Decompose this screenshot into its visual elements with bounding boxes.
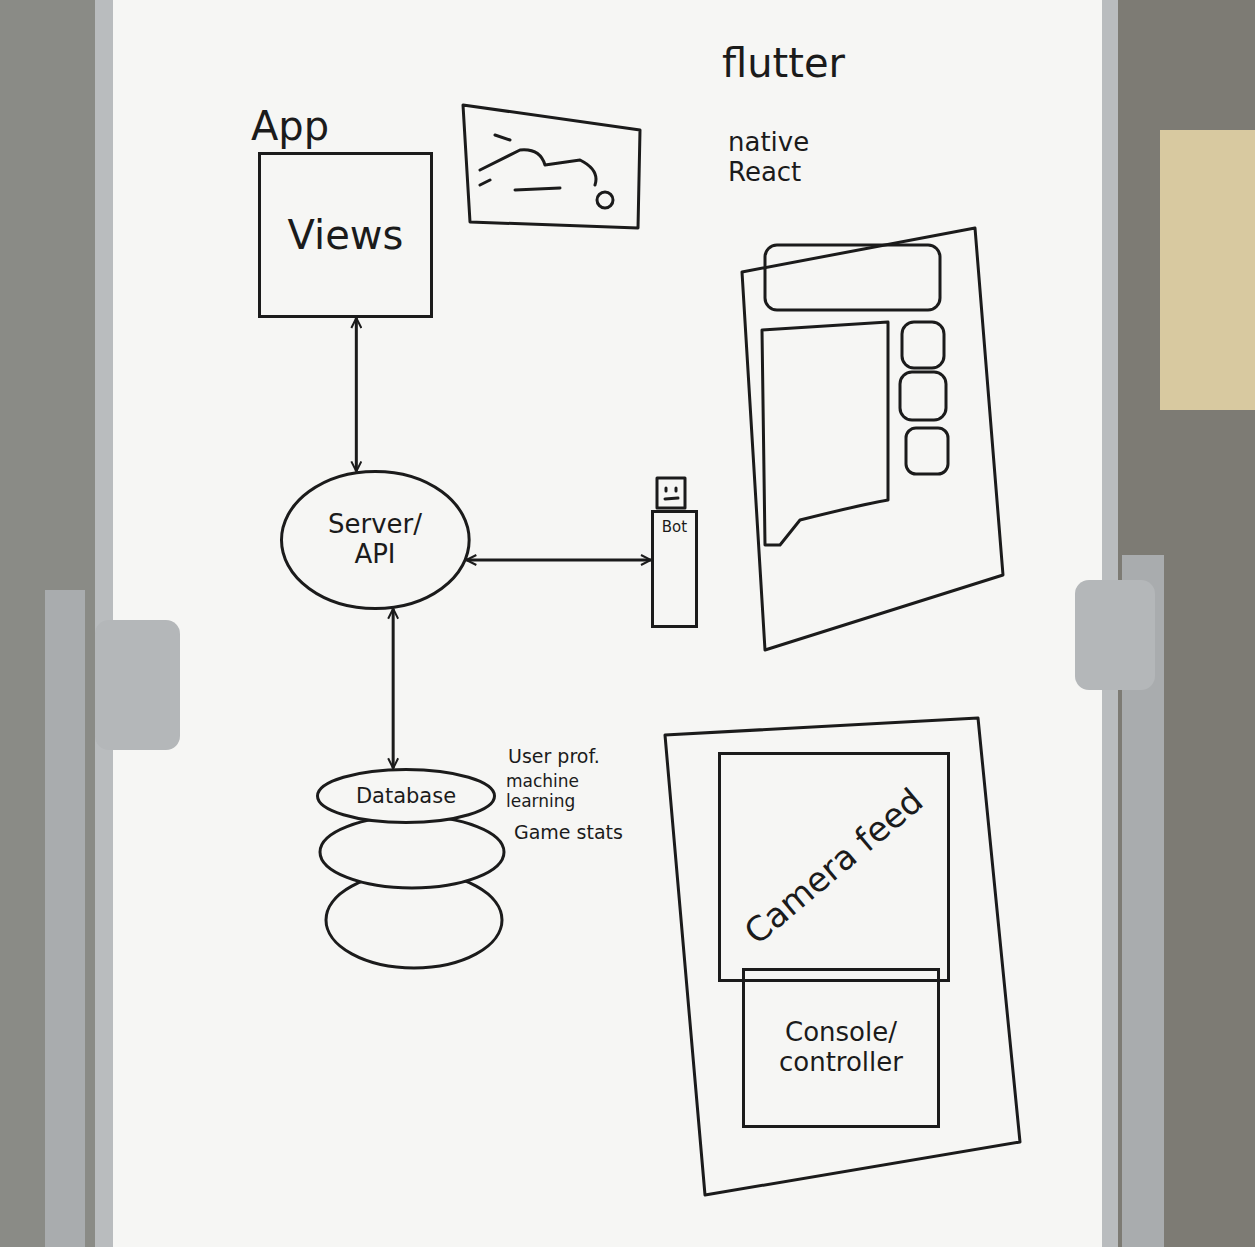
stand-clamp-left [95,620,180,750]
phone-mockup-content [762,322,888,545]
box-label: Bot [662,519,687,536]
framework-note: native React [728,128,843,188]
connector-arrow [392,609,395,769]
ellipse-shape [318,770,495,823]
room-light [1160,130,1255,410]
room-wall-left [0,0,95,1247]
small-sketch-frame [463,105,640,228]
connector-arrow [466,559,651,562]
bot-box: Bot [651,510,698,628]
database-note: User prof. [508,746,658,768]
connector-arrow [355,318,358,471]
box-label: Console/ controller [754,1018,928,1078]
controller-mockup-frame [665,718,1020,1195]
sketches [320,105,1020,1195]
bot-head [657,478,685,508]
camera-feed-box: Camera feed [718,752,950,982]
database-note: machine learning [506,772,616,811]
app-views-box: AppViews [258,152,433,318]
phone-mockup-topbar [765,245,940,310]
phone-mockup-tab [900,372,946,420]
database-note: Game stats [514,822,664,844]
box-label: Camera feed [737,781,930,952]
box-heading: App [251,103,329,149]
console-controller-box: Console/ controller [742,968,940,1128]
small-sketch-dot [597,192,613,208]
phone-mockup-tab [906,428,948,474]
stand-pole-left [45,590,85,1247]
box-label: Database [356,784,456,808]
server-api-circle: Server/ API [280,470,471,610]
database-disk [320,816,504,888]
stand-clamp-right [1075,580,1155,690]
phone-mockup-frame [742,228,1003,650]
small-sketch-scribble [480,135,596,190]
box-label: Server/ API [313,510,436,570]
framework-note: flutter [722,40,922,86]
phone-mockup-tab [902,322,944,368]
database-disk-top: Database [316,768,496,824]
whiteboard-surface [113,0,1102,1247]
ellipse-shape [281,472,469,609]
bot-face [665,488,678,499]
box-label: Views [288,212,404,258]
